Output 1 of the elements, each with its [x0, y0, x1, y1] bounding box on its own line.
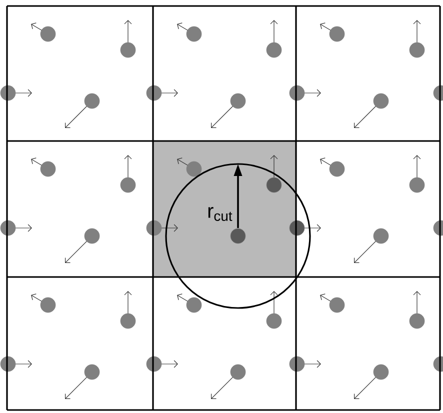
radius-label: r$_{cut}$ [208, 207, 232, 221]
